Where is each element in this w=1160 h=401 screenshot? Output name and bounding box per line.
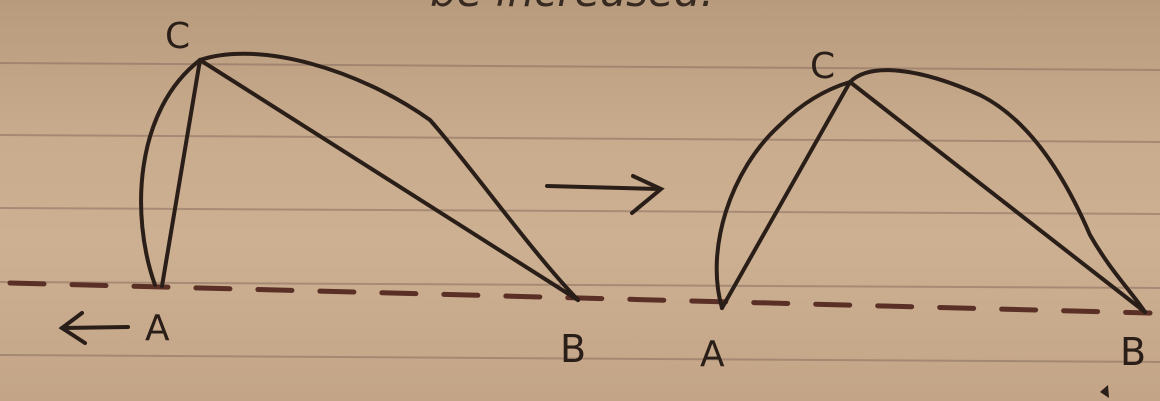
right-arc-ac <box>714 80 852 310</box>
right-arc-cb <box>848 68 1147 314</box>
rule-line <box>0 354 1160 363</box>
ruled-lines <box>0 62 1160 363</box>
left-chord-ac <box>160 58 202 288</box>
right-label-c: C <box>810 46 835 87</box>
right-label-b: B <box>1120 330 1146 374</box>
rule-line <box>0 281 1160 289</box>
right-chord-cb <box>848 80 1147 314</box>
header-fragment: be increased. <box>430 0 714 16</box>
left-arc-ac <box>139 58 202 287</box>
left-chord-cb <box>198 58 580 302</box>
rule-line <box>0 134 1160 143</box>
dashed-baseline <box>7 280 1153 316</box>
right-label-a: A <box>700 334 725 375</box>
left-arc-cb <box>198 51 580 302</box>
rule-line <box>0 207 1160 215</box>
left-figure <box>139 51 580 302</box>
left-label-b: B <box>560 327 586 371</box>
left-label-a: A <box>145 308 170 349</box>
baseline-dashes <box>7 280 1153 316</box>
right-arrow-icon <box>545 174 665 215</box>
left-label-c: C <box>165 16 190 57</box>
right-figure <box>714 68 1147 314</box>
right-chord-ac <box>720 80 852 310</box>
left-arrow-icon <box>58 311 130 345</box>
corner-mark <box>1100 385 1109 398</box>
rule-line <box>0 62 1160 71</box>
